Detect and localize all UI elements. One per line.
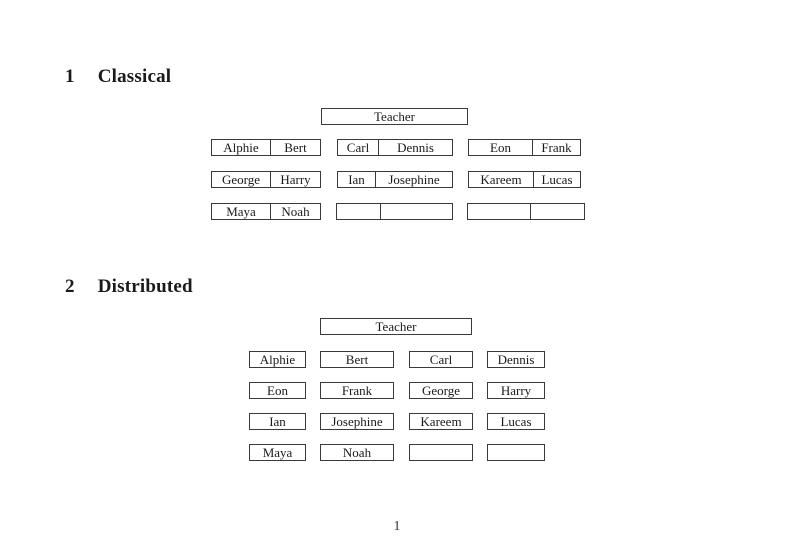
desk-box: Alphie: [249, 351, 306, 368]
desk-box: Ian Josephine: [337, 171, 453, 188]
desk-box: Carl: [409, 351, 473, 368]
student-name-cell: Dennis: [497, 352, 535, 367]
desk-box: Ian: [249, 413, 306, 430]
student-name-cell: Josephine: [331, 414, 383, 429]
section-heading-classical: 1 Classical: [65, 66, 171, 88]
desk-box: Maya: [249, 444, 306, 461]
section-title: Distributed: [97, 276, 193, 297]
section-title: Classical: [97, 66, 172, 87]
desk-box: Alphie Bert: [211, 139, 321, 156]
student-name-cell: Harry: [280, 172, 311, 187]
empty-desk-cell: [410, 445, 472, 460]
desk-box: Frank: [320, 382, 394, 399]
student-name-cell: Eon: [469, 140, 533, 155]
desk-box: Josephine: [320, 413, 394, 430]
student-name-cell: George: [212, 172, 271, 187]
student-name-cell: Kareem: [420, 414, 462, 429]
section-heading-distributed: 2 Distributed: [65, 276, 193, 298]
desk-box: George: [409, 382, 473, 399]
desk-box: Eon Frank: [468, 139, 581, 156]
desk-box: Maya Noah: [211, 203, 321, 220]
section-number: 2: [65, 276, 75, 297]
empty-desk-cell: [468, 204, 531, 219]
student-name-cell: Noah: [281, 204, 310, 219]
teacher-box: Teacher: [321, 108, 468, 125]
student-name-cell: Lucas: [500, 414, 532, 429]
student-name-cell: Carl: [429, 352, 453, 367]
empty-desk-cell: [381, 204, 452, 219]
teacher-box: Teacher: [320, 318, 472, 335]
student-name-cell: Josephine: [388, 172, 440, 187]
desk-box: [467, 203, 585, 220]
empty-desk-cell: [531, 204, 584, 219]
desk-box: Carl Dennis: [337, 139, 453, 156]
desk-box: Kareem Lucas: [468, 171, 581, 188]
student-name-cell: Alphie: [259, 352, 296, 367]
student-name-cell: Alphie: [212, 140, 271, 155]
desk-box: Harry: [487, 382, 545, 399]
desk-box: Dennis: [487, 351, 545, 368]
student-name-cell: Bert: [284, 140, 307, 155]
desk-box: [409, 444, 473, 461]
desk-box: Bert: [320, 351, 394, 368]
teacher-label: Teacher: [374, 109, 415, 124]
desk-box: Eon: [249, 382, 306, 399]
student-name-cell: Bert: [345, 352, 369, 367]
desk-box: George Harry: [211, 171, 321, 188]
desk-box: Lucas: [487, 413, 545, 430]
student-name-cell: Ian: [338, 172, 376, 187]
student-name-cell: Maya: [212, 204, 271, 219]
student-name-cell: Carl: [338, 140, 379, 155]
student-name-cell: George: [421, 383, 461, 398]
student-name-cell: Ian: [269, 414, 286, 429]
desk-box: [336, 203, 453, 220]
section-number: 1: [65, 66, 75, 87]
student-name-cell: Dennis: [397, 140, 434, 155]
student-name-cell: Lucas: [541, 172, 573, 187]
desk-box: Noah: [320, 444, 394, 461]
teacher-label: Teacher: [375, 319, 417, 334]
student-name-cell: Frank: [341, 383, 373, 398]
student-name-cell: Frank: [541, 140, 572, 155]
student-name-cell: Kareem: [469, 172, 534, 187]
student-name-cell: Maya: [262, 445, 293, 460]
desk-box: [487, 444, 545, 461]
student-name-cell: Eon: [267, 383, 288, 398]
empty-desk-cell: [337, 204, 381, 219]
empty-desk-cell: [488, 445, 544, 460]
student-name-cell: Harry: [500, 383, 532, 398]
student-name-cell: Noah: [342, 445, 372, 460]
desk-box: Kareem: [409, 413, 473, 430]
page-number: 1: [393, 519, 401, 534]
